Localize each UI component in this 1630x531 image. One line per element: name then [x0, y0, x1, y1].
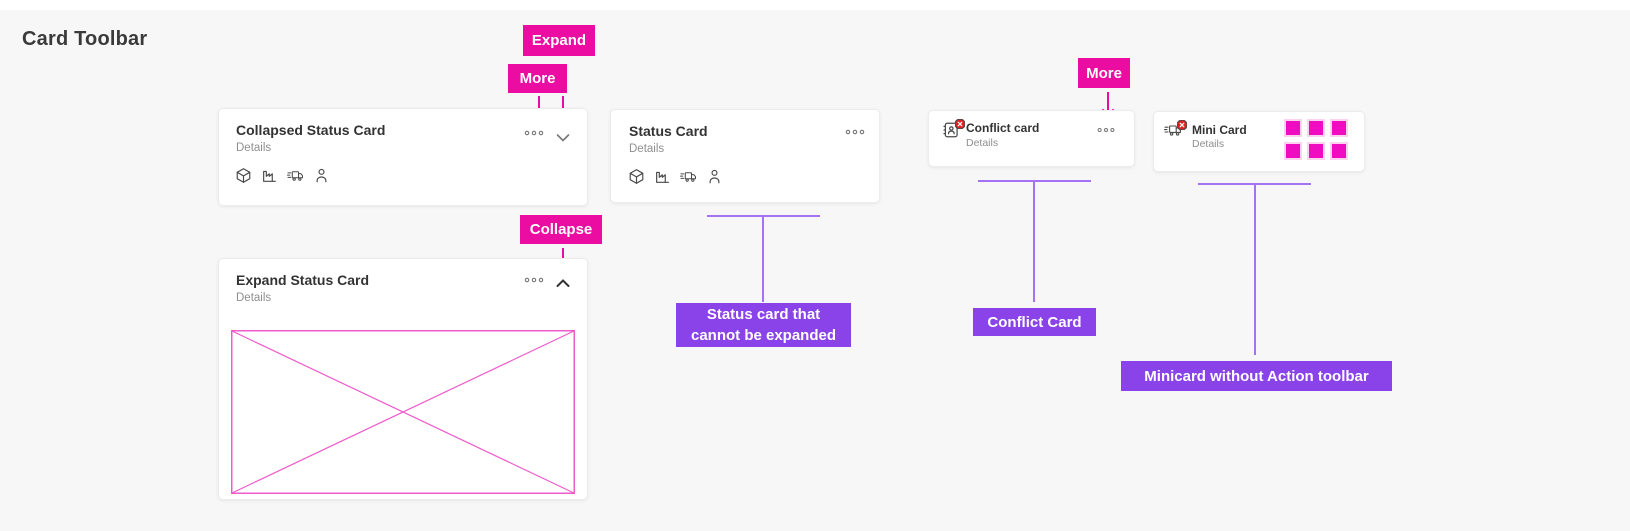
more-icon[interactable]: [844, 128, 866, 136]
annotation-label-more-left: More: [508, 64, 567, 93]
card-details: Details: [236, 142, 272, 154]
mini-card: Mini Card Details: [1153, 111, 1365, 172]
person-icon[interactable]: [313, 167, 330, 184]
card-title: Conflict card: [966, 121, 1040, 135]
card-title: Collapsed Status Card: [236, 122, 386, 138]
slot-placeholder: [1330, 119, 1348, 137]
slot-placeholder: [1307, 142, 1325, 160]
slot-placeholder: [1284, 119, 1302, 137]
slot-placeholder-grid: [1284, 119, 1348, 160]
more-icon[interactable]: [1096, 126, 1118, 134]
annotation-line: Conflict Card: [987, 313, 1082, 331]
card-title: Mini Card: [1192, 123, 1247, 137]
truck-icon: [1163, 119, 1188, 140]
truck-icon[interactable]: [680, 168, 697, 185]
page-title: Card Toolbar: [22, 28, 148, 50]
more-icon[interactable]: [523, 276, 545, 284]
bracket-line: [762, 215, 764, 302]
card-details: Details: [629, 143, 665, 155]
expand-status-card: Expand Status Card Details: [218, 258, 588, 500]
factory-icon[interactable]: [261, 167, 278, 184]
annotation-label-expand: Expand: [523, 25, 595, 56]
status-card: Status Card Details: [610, 109, 880, 203]
annotation-label-collapse: Collapse: [520, 215, 602, 244]
chevron-up-icon[interactable]: [556, 275, 570, 287]
more-icon[interactable]: [523, 129, 545, 137]
factory-icon[interactable]: [654, 168, 671, 185]
annotation-label-minicard-note: Minicard without Action toolbar: [1121, 361, 1392, 391]
annotation-label-more-right: More: [1078, 58, 1130, 88]
cube-icon[interactable]: [235, 167, 252, 184]
image-placeholder: [231, 330, 575, 494]
chevron-down-icon[interactable]: [556, 129, 570, 142]
truck-icon[interactable]: [287, 167, 304, 184]
card-title: Status Card: [629, 123, 708, 139]
slot-placeholder: [1307, 119, 1325, 137]
card-details: Details: [1192, 138, 1225, 150]
card-details: Details: [236, 292, 272, 304]
annotation-line: Status card that: [706, 306, 821, 323]
annotation-line: cannot be expanded: [690, 327, 837, 344]
top-strip: [0, 0, 1630, 10]
slot-placeholder: [1284, 142, 1302, 160]
card-title: Expand Status Card: [236, 272, 370, 288]
card-action-toolbar: [628, 168, 723, 185]
person-icon[interactable]: [706, 168, 723, 185]
annotation-line: Minicard without Action toolbar: [1144, 367, 1369, 385]
collapsed-status-card: Collapsed Status Card Details: [218, 108, 588, 206]
conflict-x-badge-icon: [1176, 117, 1188, 131]
bracket-line: [1254, 183, 1256, 355]
contact-book-icon: [942, 118, 966, 139]
cube-icon[interactable]: [628, 168, 645, 185]
slot-placeholder: [1330, 142, 1348, 160]
card-action-toolbar: [235, 167, 330, 184]
annotation-label-conflict-note: Conflict Card: [973, 308, 1096, 336]
annotation-label-status-note: Status card that cannot be expanded: [676, 303, 851, 347]
conflict-x-badge-icon: [954, 116, 966, 130]
conflict-card: Conflict card Details: [928, 110, 1135, 167]
card-details: Details: [966, 137, 999, 149]
bracket-line: [1033, 180, 1035, 302]
